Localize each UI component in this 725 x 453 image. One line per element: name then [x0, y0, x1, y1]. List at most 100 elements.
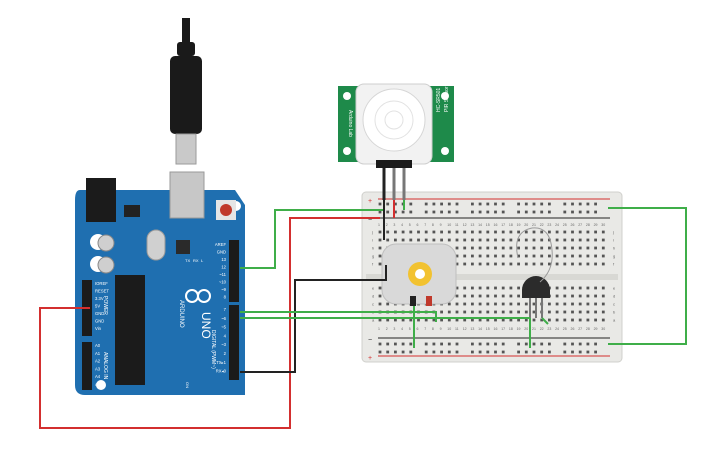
pir-sensor[interactable]: Arduino Lab HC-SR501 PIR Sensor — [338, 83, 454, 200]
breadboard-hole[interactable] — [563, 202, 567, 206]
breadboard-hole[interactable] — [555, 246, 559, 250]
breadboard-hole[interactable] — [532, 246, 536, 250]
breadboard-hole[interactable] — [463, 302, 467, 306]
breadboard-hole[interactable] — [409, 318, 413, 322]
breadboard-hole[interactable] — [501, 202, 505, 206]
breadboard-hole[interactable] — [401, 342, 405, 346]
breadboard-hole[interactable] — [440, 202, 443, 206]
breadboard-hole[interactable] — [494, 286, 497, 290]
breadboard-hole[interactable] — [563, 286, 567, 290]
breadboard-hole[interactable] — [594, 286, 597, 290]
breadboard-hole[interactable] — [447, 350, 451, 354]
breadboard-hole[interactable] — [432, 210, 436, 214]
breadboard-hole[interactable] — [440, 310, 443, 314]
breadboard-hole[interactable] — [394, 350, 397, 354]
breadboard-hole[interactable] — [532, 210, 536, 214]
breadboard-hole[interactable] — [494, 202, 497, 206]
breadboard-hole[interactable] — [524, 210, 528, 214]
breadboard-hole[interactable] — [532, 302, 536, 306]
breadboard-hole[interactable] — [548, 350, 551, 354]
breadboard-hole[interactable] — [455, 350, 459, 354]
breadboard-hole[interactable] — [578, 246, 582, 250]
breadboard-hole[interactable] — [571, 210, 574, 214]
breadboard-hole[interactable] — [486, 318, 490, 322]
breadboard-hole[interactable] — [501, 238, 505, 242]
breadboard-hole[interactable] — [447, 310, 451, 314]
breadboard-hole[interactable] — [486, 286, 490, 290]
breadboard-hole[interactable] — [517, 262, 520, 266]
breadboard-hole[interactable] — [478, 246, 482, 250]
breadboard-hole[interactable] — [501, 286, 505, 290]
breadboard-hole[interactable] — [486, 310, 490, 314]
breadboard-hole[interactable] — [478, 310, 482, 314]
breadboard-hole[interactable] — [571, 202, 574, 206]
breadboard-hole[interactable] — [447, 202, 451, 206]
breadboard-hole[interactable] — [494, 238, 497, 242]
breadboard-hole[interactable] — [486, 302, 490, 306]
breadboard-hole[interactable] — [578, 342, 582, 346]
breadboard-hole[interactable] — [478, 202, 482, 206]
breadboard-hole[interactable] — [578, 262, 582, 266]
breadboard-hole[interactable] — [540, 350, 544, 354]
breadboard-hole[interactable] — [478, 238, 482, 242]
breadboard-hole[interactable] — [540, 318, 544, 322]
breadboard-hole[interactable] — [424, 318, 428, 322]
breadboard-hole[interactable] — [471, 202, 474, 206]
breadboard-hole[interactable] — [532, 350, 536, 354]
breadboard-hole[interactable] — [486, 350, 490, 354]
breadboard-hole[interactable] — [524, 238, 528, 242]
breadboard-hole[interactable] — [517, 254, 520, 258]
breadboard-hole[interactable] — [524, 202, 528, 206]
breadboard-hole[interactable] — [532, 310, 536, 314]
breadboard-hole[interactable] — [578, 302, 582, 306]
breadboard-hole[interactable] — [486, 246, 490, 250]
breadboard-hole[interactable] — [501, 230, 505, 234]
breadboard-hole[interactable] — [517, 230, 520, 234]
breadboard-hole[interactable] — [494, 262, 497, 266]
breadboard-hole[interactable] — [555, 318, 559, 322]
breadboard-hole[interactable] — [524, 230, 528, 234]
breadboard-hole[interactable] — [578, 310, 582, 314]
breadboard-hole[interactable] — [394, 210, 397, 214]
breadboard-hole[interactable] — [417, 230, 420, 234]
breadboard-hole[interactable] — [471, 310, 474, 314]
breadboard-hole[interactable] — [571, 342, 574, 346]
breadboard-hole[interactable] — [455, 318, 459, 322]
breadboard-hole[interactable] — [478, 302, 482, 306]
npn-transistor[interactable] — [516, 227, 553, 318]
breadboard-hole[interactable] — [471, 302, 474, 306]
breadboard-hole[interactable] — [409, 238, 413, 242]
breadboard-hole[interactable] — [494, 318, 497, 322]
breadboard-hole[interactable] — [494, 302, 497, 306]
breadboard-hole[interactable] — [501, 342, 505, 346]
breadboard-hole[interactable] — [578, 318, 582, 322]
breadboard-hole[interactable] — [548, 238, 551, 242]
breadboard-hole[interactable] — [394, 230, 397, 234]
breadboard-hole[interactable] — [432, 350, 436, 354]
breadboard-hole[interactable] — [594, 302, 597, 306]
breadboard-hole[interactable] — [540, 202, 544, 206]
breadboard-hole[interactable] — [563, 262, 567, 266]
breadboard-hole[interactable] — [509, 286, 513, 290]
breadboard-hole[interactable] — [524, 302, 528, 306]
breadboard-hole[interactable] — [548, 302, 551, 306]
breadboard-hole[interactable] — [471, 350, 474, 354]
breadboard-hole[interactable] — [532, 230, 536, 234]
breadboard-hole[interactable] — [548, 310, 551, 314]
breadboard-hole[interactable] — [563, 254, 567, 258]
breadboard-hole[interactable] — [501, 310, 505, 314]
breadboard-hole[interactable] — [394, 202, 397, 206]
breadboard-hole[interactable] — [586, 210, 590, 214]
breadboard-hole[interactable] — [555, 294, 559, 298]
breadboard-hole[interactable] — [524, 262, 528, 266]
breadboard-hole[interactable] — [555, 238, 559, 242]
breadboard-hole[interactable] — [517, 350, 520, 354]
breadboard-hole[interactable] — [548, 342, 551, 346]
breadboard-hole[interactable] — [517, 302, 520, 306]
breadboard-hole[interactable] — [524, 350, 528, 354]
breadboard-hole[interactable] — [501, 294, 505, 298]
breadboard-hole[interactable] — [455, 254, 459, 258]
breadboard-hole[interactable] — [563, 310, 567, 314]
breadboard-hole[interactable] — [563, 230, 567, 234]
breadboard-hole[interactable] — [432, 230, 436, 234]
